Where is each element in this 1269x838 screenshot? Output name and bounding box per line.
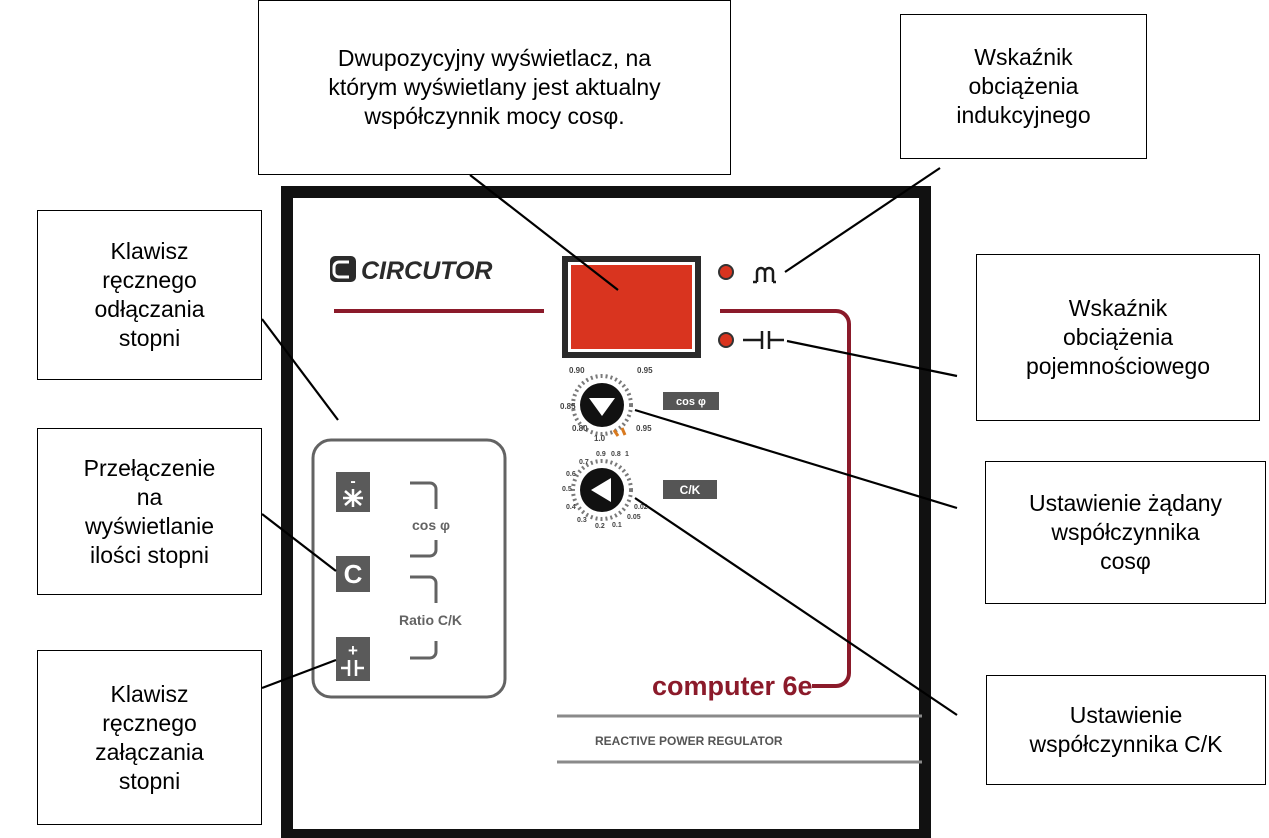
svg-text:0.90: 0.90 xyxy=(569,366,585,375)
svg-text:0.2: 0.2 xyxy=(595,523,605,530)
svg-text:0.95: 0.95 xyxy=(637,366,653,375)
capacitive-symbol xyxy=(743,331,784,349)
svg-text:0.5: 0.5 xyxy=(562,486,572,493)
cosphi-dial: 0.90 0.95 0.85 0.80 1.0 0.95 xyxy=(560,366,653,443)
cosphi-badge-label: cos φ xyxy=(676,396,706,408)
svg-text:0.02: 0.02 xyxy=(634,504,648,511)
svg-text:C: C xyxy=(344,559,363,589)
cosphi-display xyxy=(571,265,692,349)
ck-badge-label: C/K xyxy=(680,483,701,497)
svg-text:0.4: 0.4 xyxy=(566,504,576,511)
switch-callout: Przełączenie na wyświetlanie ilości stop… xyxy=(37,428,262,595)
manual-off-callout: Klawisz ręcznego odłączania stopni xyxy=(37,210,262,380)
svg-text:0.80: 0.80 xyxy=(572,424,588,433)
svg-text:1.0: 1.0 xyxy=(594,434,606,443)
ratio-label: Ratio C/K xyxy=(399,612,462,628)
inductive-led xyxy=(718,264,734,280)
svg-text:0.9: 0.9 xyxy=(596,451,606,458)
inductive-symbol xyxy=(753,266,776,284)
circutor-logo: CIRCUTOR xyxy=(330,256,492,285)
plus-key-button[interactable]: + xyxy=(336,637,370,681)
svg-text:0.95: 0.95 xyxy=(636,424,652,433)
c-key-button[interactable]: C xyxy=(336,556,370,592)
inductive-callout: Wskaźnik obciążenia indukcyjnego xyxy=(900,14,1147,159)
cosphi-badge xyxy=(663,392,719,410)
keypad-panel xyxy=(311,438,507,699)
set-cosphi-callout: Ustawienie żądany współczynnika cosφ xyxy=(985,461,1266,604)
svg-text:0.7: 0.7 xyxy=(579,459,589,466)
capacitive-led xyxy=(718,332,734,348)
brand-text: CIRCUTOR xyxy=(361,257,492,285)
cos-label: cos φ xyxy=(412,517,450,533)
set-ck-callout: Ustawienie współczynnika C/K xyxy=(986,675,1266,785)
capacitive-callout: Wskaźnik obciążenia pojemnościowego xyxy=(976,254,1260,421)
svg-text:0.1: 0.1 xyxy=(612,522,622,529)
trim-line xyxy=(720,309,851,688)
svg-text:0.6: 0.6 xyxy=(566,471,576,478)
minus-key-button[interactable]: - xyxy=(336,472,370,512)
svg-text:1: 1 xyxy=(625,451,629,458)
display-callout: Dwupozycyjny wyświetlacz, na którym wyśw… xyxy=(258,0,731,175)
ck-badge xyxy=(663,480,717,499)
svg-text:0.3: 0.3 xyxy=(577,517,587,524)
svg-text:0.8: 0.8 xyxy=(611,451,621,458)
subtitle: REACTIVE POWER REGULATOR xyxy=(595,734,783,748)
svg-text:0.85: 0.85 xyxy=(560,402,576,411)
svg-text:-: - xyxy=(350,473,355,490)
manual-on-callout: Klawisz ręcznego załączania stopni xyxy=(37,650,262,825)
svg-text:+: + xyxy=(348,641,358,660)
ck-dial: 0.9 0.8 0.7 0.6 0.5 0.4 0.3 0.2 0.1 0.05… xyxy=(562,451,648,530)
leader-lines xyxy=(261,167,958,716)
model-name: computer 6e xyxy=(652,671,813,701)
svg-text:0.05: 0.05 xyxy=(627,514,641,521)
